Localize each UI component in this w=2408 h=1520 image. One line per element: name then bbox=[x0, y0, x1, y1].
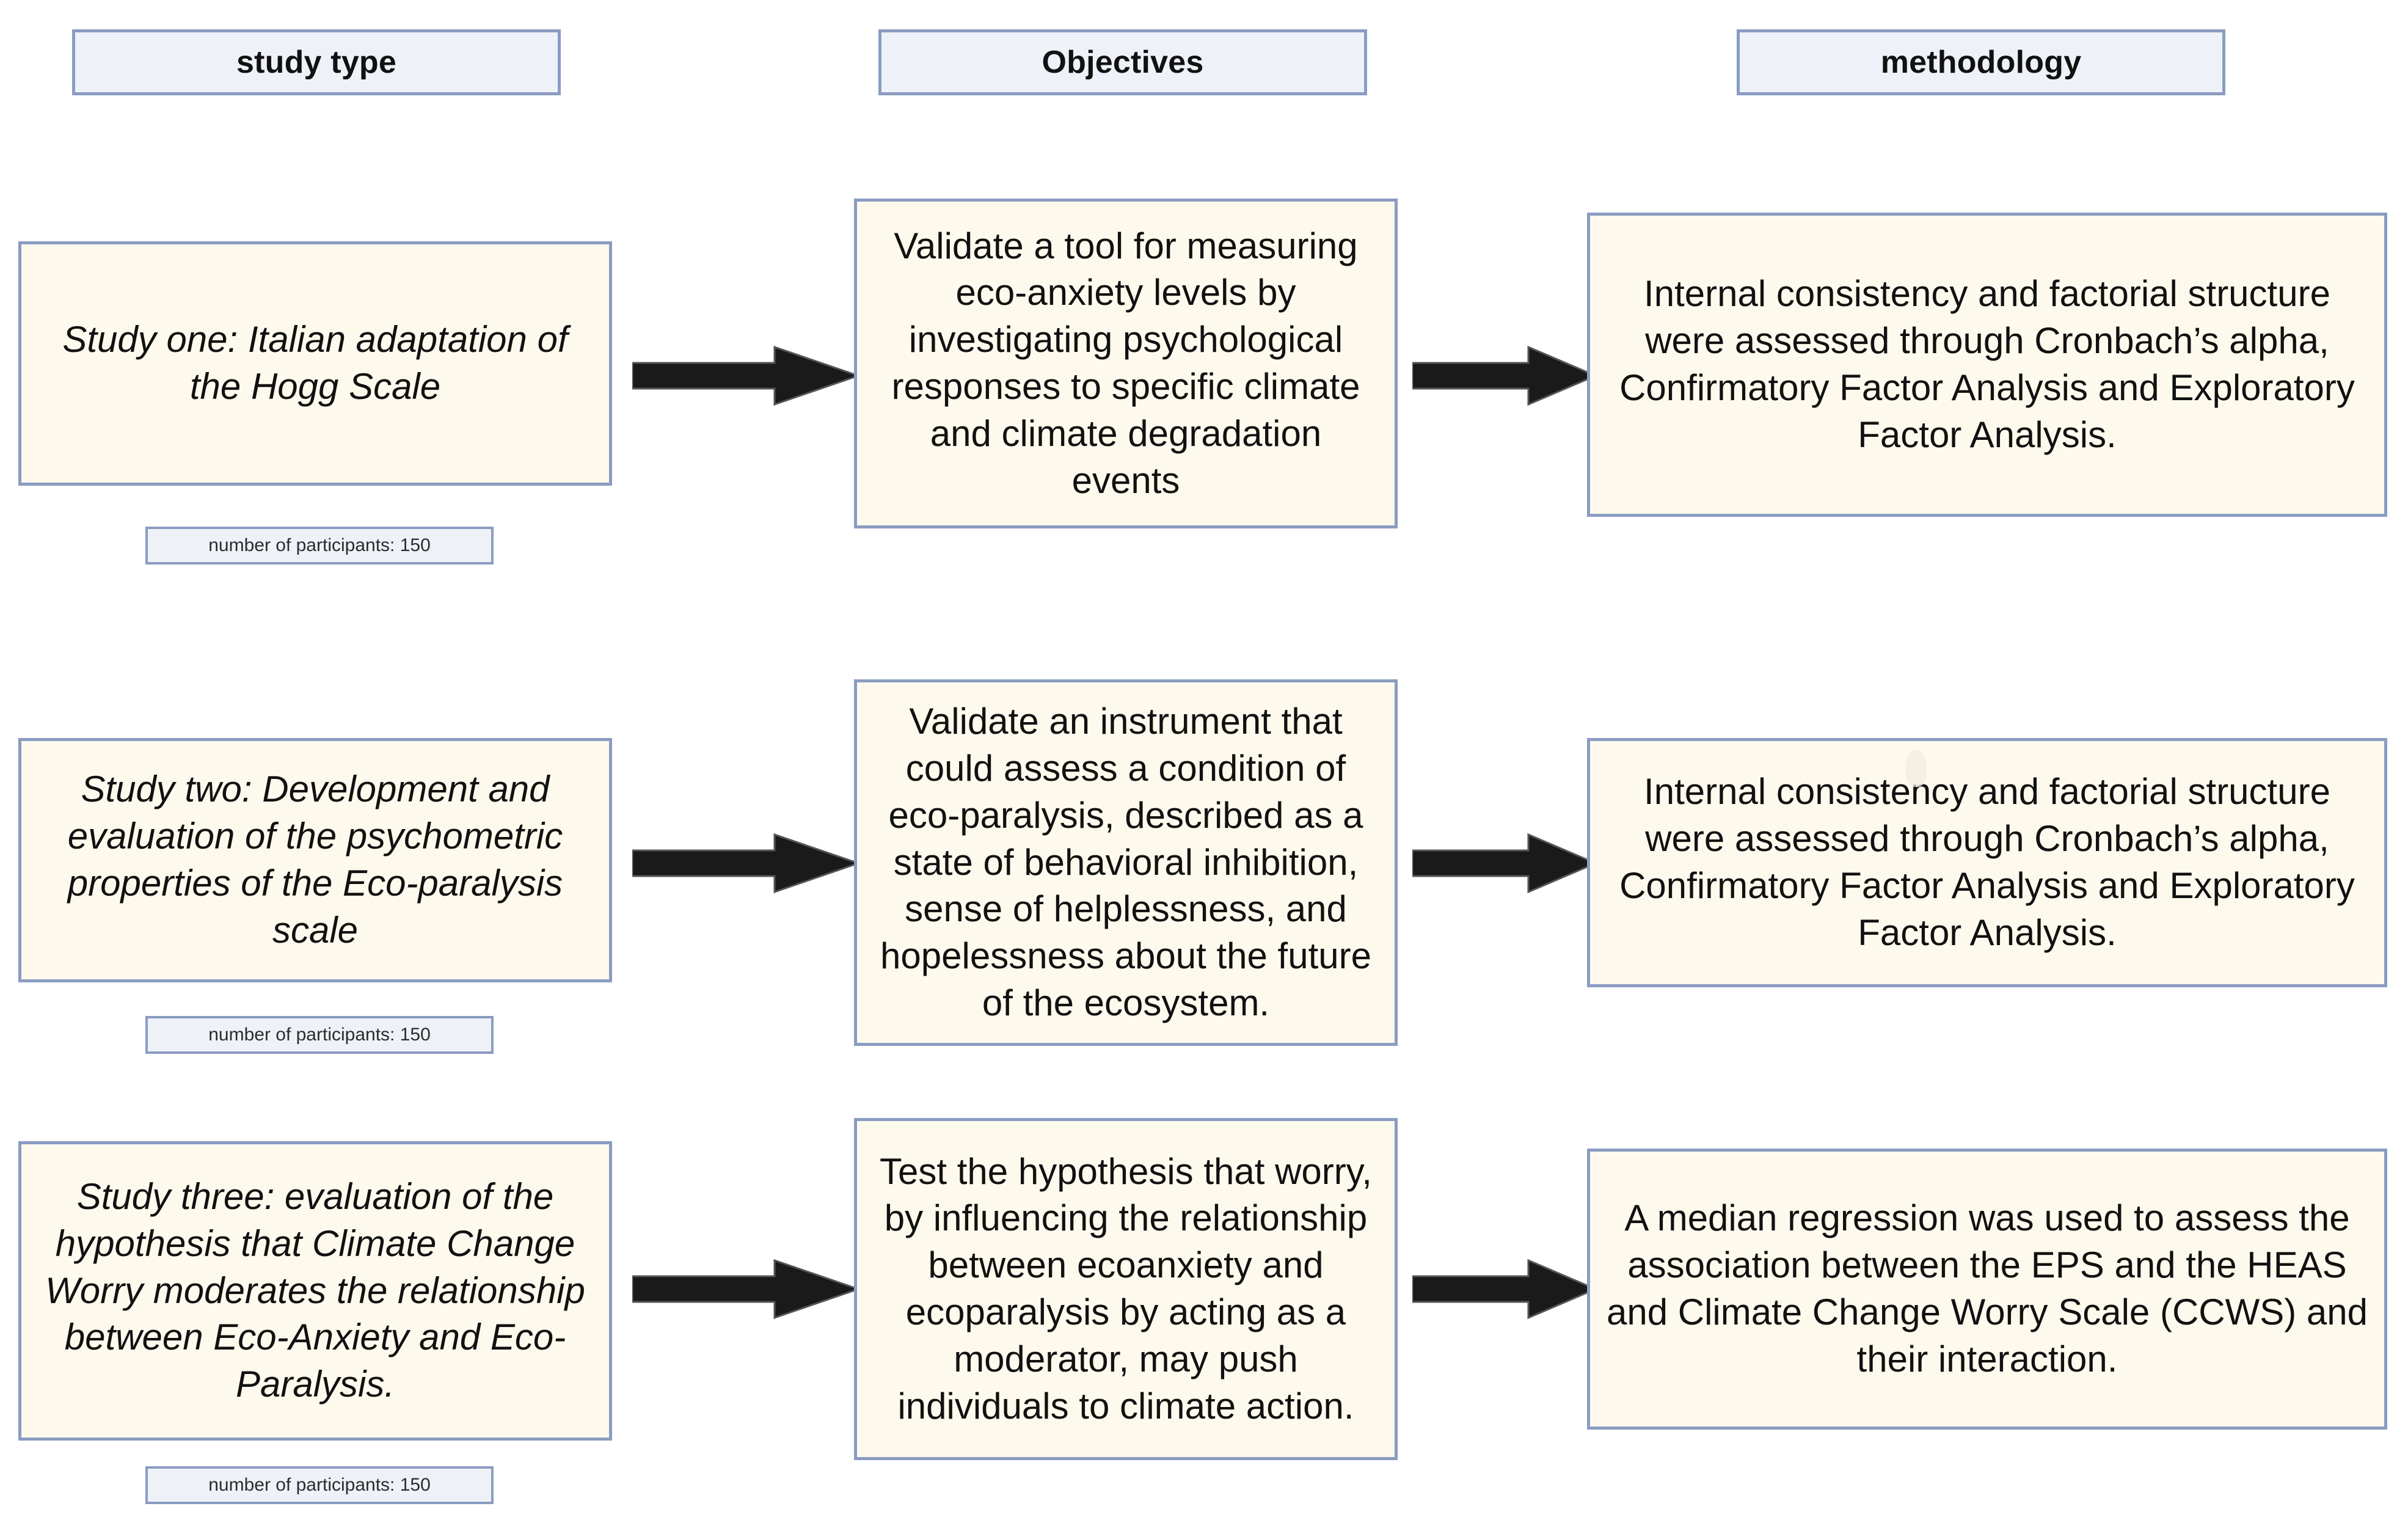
objective-text: Test the hypothesis that worry, by influ… bbox=[880, 1150, 1372, 1427]
study-type-text: Study one: Italian adaptation of the Hog… bbox=[62, 319, 568, 407]
methodology-text: A median regression was used to assess t… bbox=[1606, 1197, 2368, 1379]
column-header-label: Objectives bbox=[1042, 44, 1204, 80]
column-header-study-type: study type bbox=[72, 29, 561, 95]
arrow-study-three-to-objective bbox=[632, 1259, 858, 1320]
objective-text: Validate a tool for measuring eco-anxiet… bbox=[891, 225, 1360, 501]
objective-box-study-three: Test the hypothesis that worry, by influ… bbox=[854, 1118, 1398, 1460]
objective-box-study-two: Validate an instrument that could assess… bbox=[854, 679, 1398, 1046]
study-type-box-study-three: Study three: evaluation of the hypothesi… bbox=[18, 1141, 612, 1441]
participants-label: number of participants: 150 bbox=[208, 535, 431, 555]
arrow-study-two-to-objective bbox=[632, 833, 858, 894]
study-type-text: Study two: Development and evaluation of… bbox=[67, 769, 563, 951]
study-type-box-study-one: Study one: Italian adaptation of the Hog… bbox=[18, 241, 612, 486]
arrow-objective-to-methodology-study-three bbox=[1412, 1259, 1596, 1320]
study-type-box-study-two: Study two: Development and evaluation of… bbox=[18, 738, 612, 982]
methodology-text: Internal consistency and factorial struc… bbox=[1619, 273, 2355, 455]
methodology-text: Internal consistency and factorial struc… bbox=[1619, 771, 2355, 953]
methodology-box-study-three: A median regression was used to assess t… bbox=[1587, 1149, 2387, 1430]
arrow-objective-to-methodology-study-one bbox=[1412, 345, 1596, 406]
column-header-objectives: Objectives bbox=[878, 29, 1367, 95]
participants-label: number of participants: 150 bbox=[208, 1025, 431, 1045]
objective-box-study-one: Validate a tool for measuring eco-anxiet… bbox=[854, 199, 1398, 528]
participants-badge-study-three: number of participants: 150 bbox=[145, 1466, 494, 1504]
participants-badge-study-two: number of participants: 150 bbox=[145, 1016, 494, 1054]
column-header-label: methodology bbox=[1880, 44, 2082, 80]
arrow-objective-to-methodology-study-two bbox=[1412, 833, 1596, 894]
methodology-box-study-one: Internal consistency and factorial struc… bbox=[1587, 213, 2387, 517]
study-type-text: Study three: evaluation of the hypothesi… bbox=[45, 1176, 585, 1405]
methodology-box-study-two: Internal consistency and factorial struc… bbox=[1587, 738, 2387, 987]
participants-label: number of participants: 150 bbox=[208, 1475, 431, 1495]
column-header-label: study type bbox=[236, 44, 397, 80]
participants-badge-study-one: number of participants: 150 bbox=[145, 527, 494, 565]
objective-text: Validate an instrument that could assess… bbox=[880, 701, 1371, 1023]
column-header-methodology: methodology bbox=[1737, 29, 2225, 95]
arrow-study-one-to-objective bbox=[632, 345, 858, 406]
